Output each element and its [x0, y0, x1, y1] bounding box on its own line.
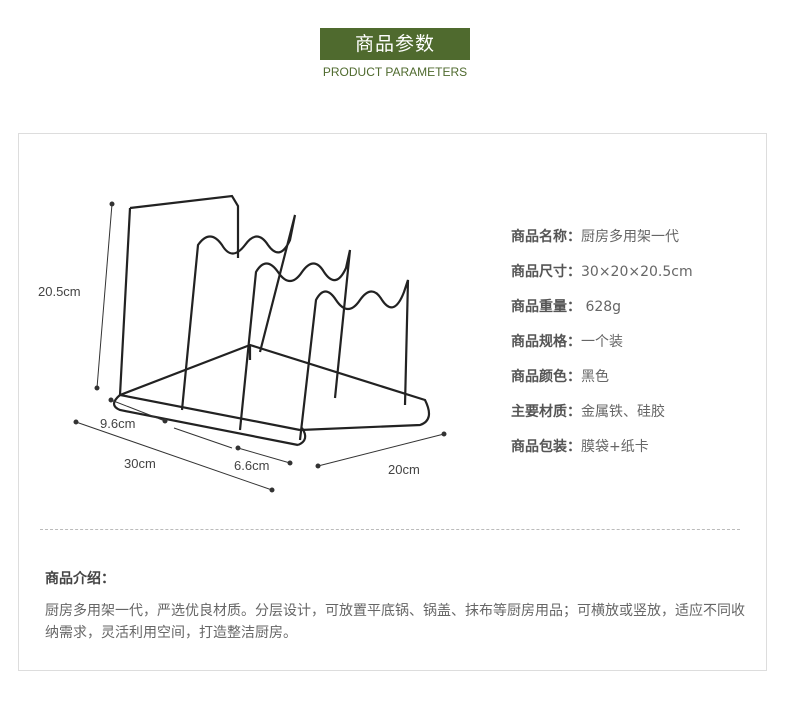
- spec-row: 商品规格：一个装: [511, 331, 693, 366]
- height-dimension: 20.5cm: [38, 284, 81, 299]
- spec-label: 商品重量：: [511, 299, 581, 315]
- gap-dimension-1: 9.6cm: [100, 416, 136, 431]
- spec-value: 厨房多用架一代: [581, 229, 679, 245]
- intro-text: 厨房多用架一代，严选优良材质。分层设计，可放置平底锅、锅盖、抹布等厨房用品；可横…: [45, 603, 745, 641]
- spec-value: 黑色: [581, 369, 609, 385]
- spec-list: 商品名称：厨房多用架一代 商品尺寸：30×20×20.5cm 商品重量： 628…: [511, 226, 693, 471]
- spec-value: 一个装: [581, 334, 623, 350]
- spec-row: 主要材质：金属铁、硅胶: [511, 401, 693, 436]
- spec-row: 商品尺寸：30×20×20.5cm: [511, 261, 693, 296]
- spec-row: 商品包装：膜袋+纸卡: [511, 436, 693, 471]
- spec-label: 商品规格：: [511, 334, 581, 350]
- spec-value: 膜袋+纸卡: [581, 439, 649, 455]
- spec-label: 商品包装：: [511, 439, 581, 455]
- spec-value: 30×20×20.5cm: [581, 264, 693, 280]
- gap-dimension-2: 6.6cm: [234, 458, 270, 473]
- spec-row: 商品重量： 628g: [511, 296, 693, 331]
- spec-label: 商品尺寸：: [511, 264, 581, 280]
- spec-row: 商品名称：厨房多用架一代: [511, 226, 693, 261]
- section-title: 商品参数: [320, 28, 470, 60]
- spec-label: 主要材质：: [511, 404, 581, 420]
- spec-value: 金属铁、硅胶: [581, 404, 665, 420]
- parameters-panel: [18, 133, 767, 671]
- width-dimension: 20cm: [388, 462, 420, 477]
- spec-value: 628g: [581, 299, 622, 315]
- dashed-divider: [40, 529, 740, 530]
- section-subtitle: PRODUCT PARAMETERS: [322, 65, 468, 79]
- spec-row: 商品颜色：黑色: [511, 366, 693, 401]
- intro-title: 商品介绍：: [45, 571, 115, 587]
- length-dimension: 30cm: [124, 456, 156, 471]
- spec-label: 商品名称：: [511, 229, 581, 245]
- spec-label: 商品颜色：: [511, 369, 581, 385]
